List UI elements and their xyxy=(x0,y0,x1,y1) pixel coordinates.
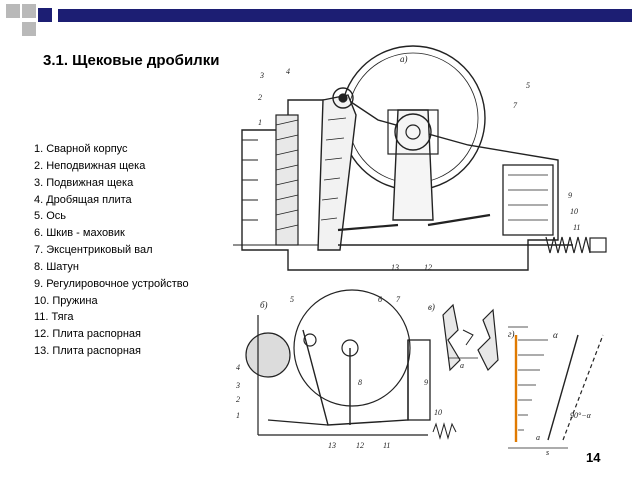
label-figure-a: а) xyxy=(400,54,408,64)
figure-b-kinematic-scheme: б) 5 6 7 8 9 4 3 2 1 10 11 12 13 xyxy=(235,289,457,450)
callout-1: 1 xyxy=(258,118,262,127)
legend-item: 8. Шатун xyxy=(34,260,79,273)
adjustment-block xyxy=(502,164,554,236)
legend-item: 2. Неподвижная щека xyxy=(34,159,146,172)
figure-v-jaw-teeth: в) a xyxy=(428,302,499,372)
legend-item: 7. Эксцентриковый вал xyxy=(34,244,153,257)
callout-11: 11 xyxy=(573,223,580,232)
dim-a-v: a xyxy=(460,361,464,370)
callout-b-10: 10 xyxy=(434,408,442,417)
label-figure-g: г) xyxy=(508,329,515,339)
legend-item: 1. Сварной корпус xyxy=(34,143,128,155)
callout-b-3: 3 xyxy=(235,381,240,390)
legend-item: 3. Подвижная щека xyxy=(34,176,134,189)
toggle-plate-front xyxy=(337,223,399,232)
spring xyxy=(545,236,591,254)
crusher-drawings: а) 1 2 3 4 5 7 9 10 11 12 13 б) 5 6 7 8 … xyxy=(233,45,607,457)
callout-b-8: 8 xyxy=(358,378,362,387)
legend-item: 9. Регулировочное устройство xyxy=(34,277,189,290)
legend-item: 10. Пружина xyxy=(34,294,98,307)
figure-g-angle-scheme: г) α 90°−α a s xyxy=(508,326,604,457)
callout-b-7: 7 xyxy=(396,295,401,304)
callout-b-5: 5 xyxy=(290,295,294,304)
callout-b-4: 4 xyxy=(236,363,240,372)
callout-4: 4 xyxy=(286,67,290,76)
movable-jaw xyxy=(317,94,357,251)
legend-item: 6. Шкив - маховик xyxy=(34,227,125,240)
crusher-frame xyxy=(241,99,559,271)
callout-13: 13 xyxy=(391,263,399,272)
callout-9: 9 xyxy=(568,191,572,200)
dim-s-g: s xyxy=(546,448,549,457)
legend-item: 5. Ось xyxy=(34,210,67,223)
callout-3: 3 xyxy=(259,71,264,80)
header-bar xyxy=(58,9,632,22)
callout-7: 7 xyxy=(513,101,518,110)
callout-b-13: 13 xyxy=(328,441,336,450)
callout-12: 12 xyxy=(424,263,432,272)
legend-item: 13. Плита распорная xyxy=(34,345,141,358)
slide-number: 14 xyxy=(586,450,601,465)
callout-b-1: 1 xyxy=(236,411,240,420)
toggle-plate-rear xyxy=(427,213,491,227)
callout-b-9: 9 xyxy=(424,378,428,387)
callout-10: 10 xyxy=(570,207,578,216)
legend-item: 11. Тяга xyxy=(34,311,74,324)
callout-5: 5 xyxy=(526,81,530,90)
dim-a-g: a xyxy=(536,433,540,442)
label-figure-b: б) xyxy=(260,300,268,310)
callout-b-2: 2 xyxy=(236,395,240,404)
connecting-rod xyxy=(392,109,434,221)
callout-2: 2 xyxy=(258,93,262,102)
callout-b-6: 6 xyxy=(378,295,382,304)
legend-item: 12. Плита распорная xyxy=(34,328,141,341)
parts-legend: 1. Сварной корпус 2. Неподвижная щека 3.… xyxy=(34,141,189,360)
legend-item: 4. Дробящая плита xyxy=(34,193,132,206)
figure-a-crusher-section: а) 1 2 3 4 5 7 9 10 11 12 13 xyxy=(233,45,607,272)
axle xyxy=(332,87,354,109)
angle-alpha: α xyxy=(553,330,558,340)
label-figure-v: в) xyxy=(428,302,435,312)
slide-title: 3.1. Щековые дробилки xyxy=(43,52,220,69)
callout-b-12: 12 xyxy=(356,441,364,450)
angle-note: 90°−α xyxy=(570,411,592,420)
callout-b-11: 11 xyxy=(383,441,390,450)
decorative-squares xyxy=(6,4,52,36)
